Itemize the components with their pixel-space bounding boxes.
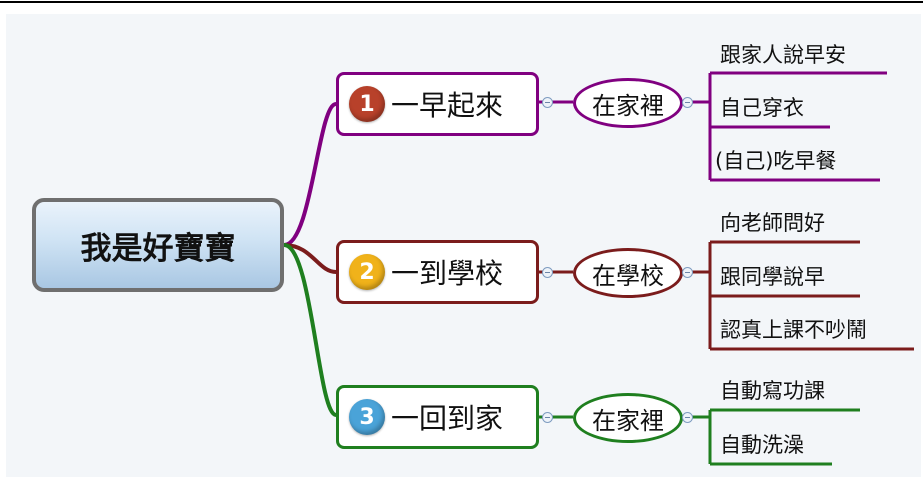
central-topic[interactable]: 我是好寶寶 — [32, 198, 284, 292]
central-topic-label: 我是好寶寶 — [80, 230, 236, 267]
leaf-item[interactable]: 自動寫功課 — [720, 379, 825, 403]
collapse-toggle-icon[interactable] — [542, 267, 553, 278]
connector-branch-2 — [283, 243, 337, 274]
leaf-item[interactable]: 向老師問好 — [720, 211, 825, 235]
leaf-item[interactable]: 跟家人說早安 — [720, 43, 846, 67]
subtopic-place-1-label: 在家裡 — [592, 91, 664, 120]
subtopic-place-2[interactable]: 在學校 — [573, 248, 683, 298]
connector-branch-1 — [283, 102, 337, 247]
priority-2-icon: 2 — [349, 254, 385, 290]
priority-3-icon: 3 — [349, 399, 385, 435]
collapse-toggle-icon[interactable] — [682, 412, 693, 423]
collapse-toggle-icon[interactable] — [682, 97, 693, 108]
leaf-item[interactable]: (自己)吃早餐 — [715, 149, 837, 173]
leaf-item[interactable]: 自動洗澡 — [720, 433, 804, 457]
collapse-toggle-icon[interactable] — [542, 412, 553, 423]
collapse-toggle-icon[interactable] — [542, 97, 553, 108]
connector-branch-3 — [283, 243, 338, 417]
subtopic-place-3-label: 在家裡 — [592, 406, 664, 435]
main-topic-2-label: 一到學校 — [391, 257, 504, 290]
main-topic-3[interactable]: 3 一回到家 — [336, 385, 539, 449]
leaf-item[interactable]: 跟同學說早 — [720, 265, 825, 289]
subtopic-place-3[interactable]: 在家裡 — [573, 393, 683, 443]
main-topic-1-label: 一早起來 — [391, 89, 504, 122]
main-topic-3-label: 一回到家 — [391, 402, 504, 435]
subtopic-place-1[interactable]: 在家裡 — [573, 78, 683, 128]
main-topic-1[interactable]: 1 一早起來 — [336, 72, 539, 136]
leaf-connectors-2 — [680, 240, 914, 351]
leaf-item[interactable]: 認真上課不吵鬧 — [720, 318, 867, 342]
priority-1-icon: 1 — [349, 86, 385, 122]
collapse-toggle-icon[interactable] — [682, 267, 693, 278]
main-topic-2[interactable]: 2 一到學校 — [336, 240, 539, 304]
leaf-item[interactable]: 自己穿衣 — [720, 96, 804, 120]
subtopic-place-2-label: 在學校 — [592, 261, 664, 290]
